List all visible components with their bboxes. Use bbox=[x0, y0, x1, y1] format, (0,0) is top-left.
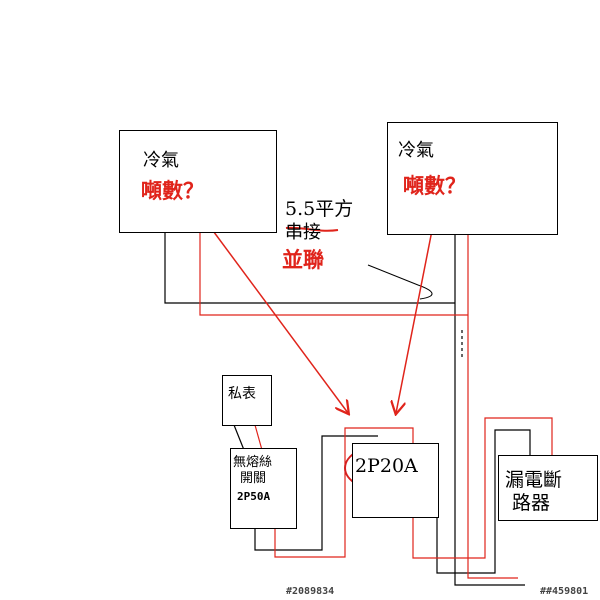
ac-unit-left bbox=[119, 130, 277, 233]
main-breaker-rating: 2P50A bbox=[237, 490, 271, 503]
black-wire-left-ac bbox=[164, 232, 455, 304]
watermark-left: #2089834 bbox=[286, 586, 335, 597]
pointer-line bbox=[367, 264, 433, 300]
private-meter bbox=[222, 375, 272, 426]
branch-breaker bbox=[352, 443, 439, 518]
ac-left-question: 噸數？ bbox=[141, 179, 204, 203]
main-breaker-line2: 開關 bbox=[240, 471, 267, 486]
strikethrough-mark bbox=[285, 226, 339, 232]
black-wire-meter-down bbox=[233, 424, 245, 451]
ac-unit-right bbox=[387, 122, 558, 235]
wire-correction-label: 並聯 bbox=[282, 248, 324, 272]
watermark-right: ##459801 bbox=[540, 586, 589, 597]
meter-label: 私表 bbox=[228, 386, 256, 402]
rcd-line2: 路器 bbox=[512, 492, 551, 514]
main-breaker-line1: 無熔絲 bbox=[233, 455, 273, 470]
arrow-left-ac-to-breaker bbox=[204, 219, 348, 413]
arrow-right-ac-to-breaker bbox=[396, 204, 438, 413]
black-wire-right-ac-trunk bbox=[454, 235, 525, 586]
black-wires bbox=[164, 232, 531, 586]
red-wire-meter-down bbox=[254, 424, 263, 451]
rcd-line1: 漏電斷 bbox=[505, 469, 563, 491]
ac-right-title: 冷氣 bbox=[398, 140, 434, 161]
ac-left-title: 冷氣 bbox=[143, 150, 179, 171]
wire-size-label: 5.5平方 bbox=[285, 198, 354, 220]
red-wire-right-ac-trunk bbox=[467, 235, 518, 579]
rcd-breaker bbox=[498, 455, 598, 521]
main-breaker bbox=[230, 448, 297, 529]
black-wire-branch-left bbox=[254, 435, 378, 551]
ac-right-question: 噸數？ bbox=[403, 174, 466, 198]
black-wire-rcd-right bbox=[436, 429, 531, 574]
branch-breaker-rating: 2P20A bbox=[355, 455, 418, 477]
red-wire-left-ac bbox=[199, 232, 468, 316]
wire-struck-label: 串接 bbox=[285, 222, 321, 243]
